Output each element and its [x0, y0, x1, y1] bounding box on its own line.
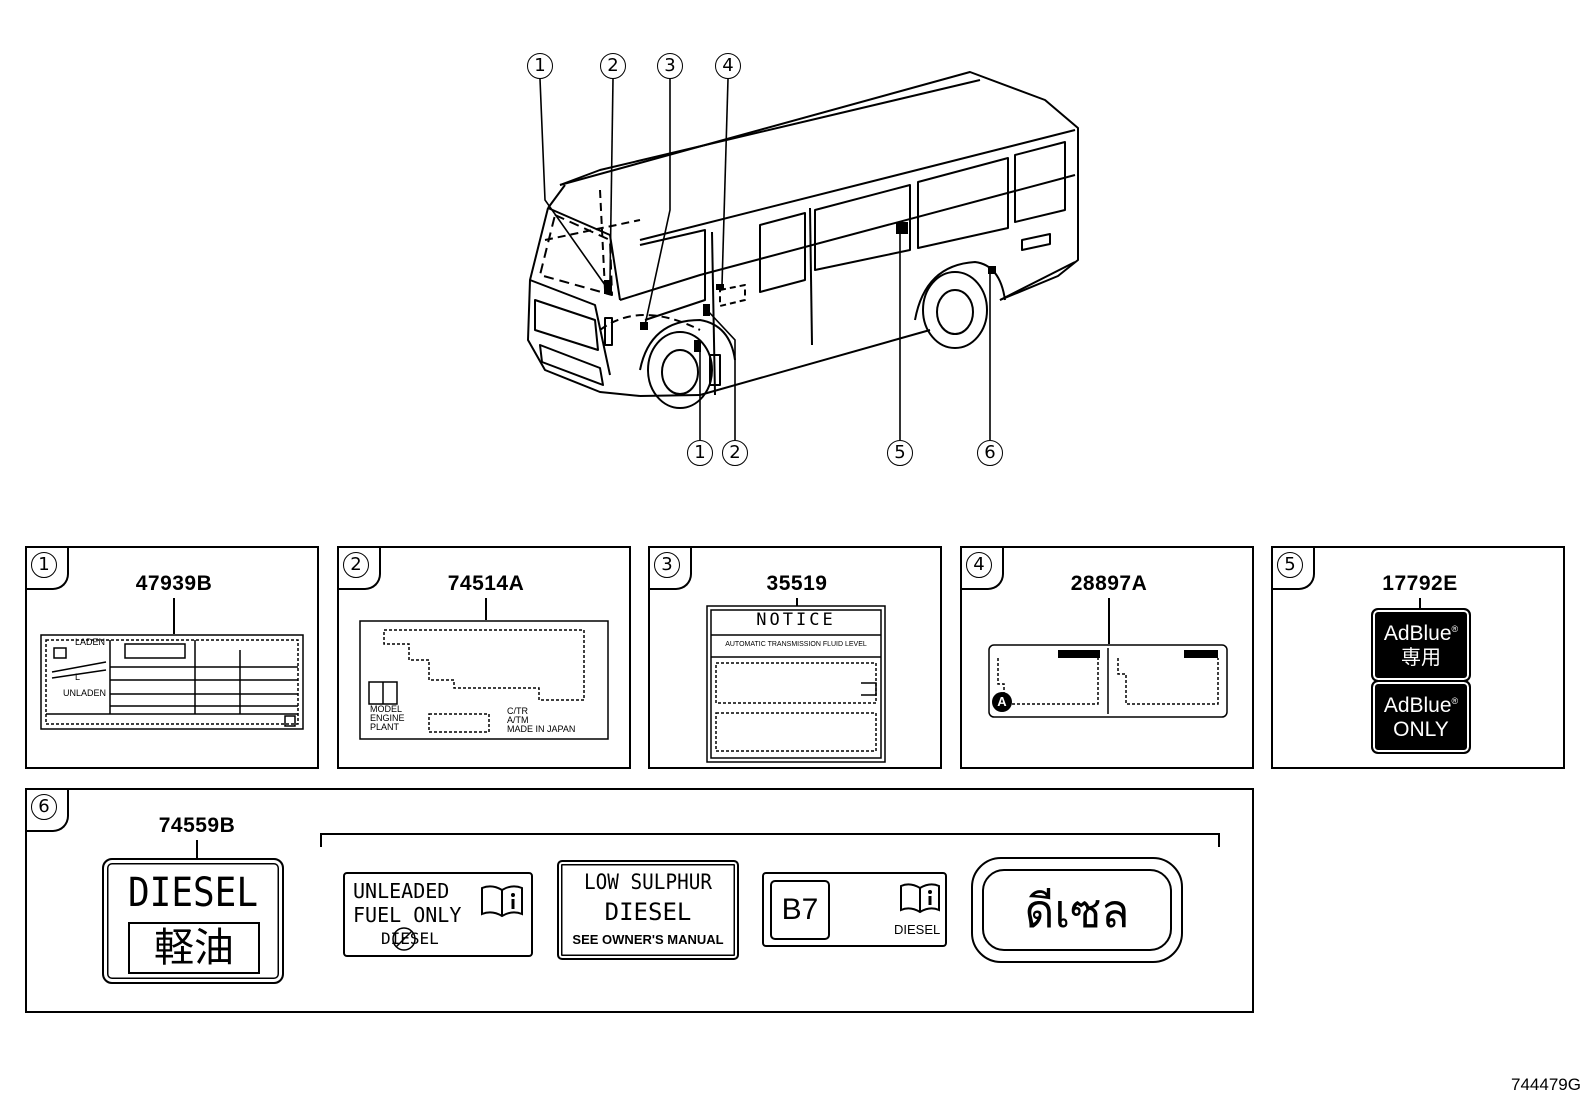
- callout-1-bottom: 1: [687, 440, 713, 466]
- low-sulphur-line3: SEE OWNER'S MANUAL: [572, 932, 724, 947]
- laden-text: LADEN: [75, 637, 106, 647]
- panel-2-vin-plate: 2 74514A MODEL ENGINE PLANT C/TR A/TM MA…: [337, 546, 631, 769]
- callout-4-top: 4: [715, 53, 741, 79]
- vin-plate-label: [359, 620, 609, 740]
- b7-label: B7 DIESEL: [762, 872, 947, 947]
- adblue-only-badge: AdBlue® ONLY: [1371, 680, 1471, 754]
- engine-text: ENGINE: [370, 713, 405, 723]
- prohibited-icon: [392, 927, 416, 951]
- variant-bracket: [320, 833, 1220, 847]
- callout-2-top: 2: [600, 53, 626, 79]
- panel-number: 6: [31, 794, 57, 820]
- tire-pressure-label: [40, 634, 304, 730]
- diesel-text: DIESEL: [127, 870, 259, 916]
- adblue-jp-brand: AdBlue®: [1383, 622, 1459, 645]
- panel-number: 4: [966, 552, 992, 578]
- leader-line: [173, 598, 175, 634]
- unladen-text: UNLADEN: [63, 688, 107, 698]
- notice-label: [706, 605, 886, 763]
- panel-number-tab: 5: [1271, 546, 1315, 590]
- ctr-text: C/TR: [507, 706, 528, 716]
- panel-number: 2: [343, 552, 369, 578]
- panel-number-tab: 6: [25, 788, 69, 832]
- leader-line: [1419, 598, 1421, 608]
- callout-2-bottom: 2: [722, 440, 748, 466]
- callout-1-top: 1: [527, 53, 553, 79]
- a-marker-text: A: [997, 694, 1007, 709]
- atm-text: A/TM: [507, 715, 529, 725]
- low-sulphur-label: LOW SULPHUR DIESEL SEE OWNER'S MANUAL: [557, 860, 739, 960]
- panel-4-warning-label: 4 28897A A: [960, 546, 1254, 769]
- part-number: 35519: [766, 572, 828, 595]
- unleaded-line2: FUEL ONLY: [353, 903, 462, 927]
- leader-line: [1108, 598, 1110, 644]
- panel-3-notice-label: 3 35519 NOTICE AUTOMATIC TRANSMISSION FL…: [648, 546, 942, 769]
- plant-text: PLANT: [370, 722, 400, 732]
- leader-line: [485, 598, 487, 620]
- part-number: 17792E: [1382, 572, 1458, 595]
- keiyu-box: 軽油: [128, 922, 260, 974]
- panel-number: 1: [31, 552, 57, 578]
- b7-diesel-text: DIESEL: [894, 922, 941, 937]
- unleaded-label: UNLEADED FUEL ONLY DIESEL: [343, 872, 533, 957]
- notice-subheading: AUTOMATIC TRANSMISSION FLUID LEVEL: [725, 641, 867, 648]
- thai-diesel-label: ดีเซล: [971, 857, 1183, 963]
- thai-text: ดีเซล: [1024, 884, 1130, 938]
- part-number: 74559B: [158, 814, 236, 837]
- callout-3-top: 3: [657, 53, 683, 79]
- low-sulphur-line1: LOW SULPHUR: [584, 870, 712, 894]
- callout-6-bottom: 6: [977, 440, 1003, 466]
- adblue-jp-sub: 専用: [1401, 645, 1441, 669]
- diesel-jp-label: DIESEL 軽油: [102, 858, 284, 984]
- manual-book-icon-b7: [900, 883, 940, 914]
- vehicle-illustration: [527, 71, 1079, 440]
- panel-1-tire-label: 1 47939B LADEN L UNLADEN: [25, 546, 319, 769]
- leader-line: [796, 598, 798, 606]
- part-number: 47939B: [135, 572, 213, 595]
- leader-line: [196, 840, 198, 862]
- adblue-jp-badge: AdBlue® 専用: [1371, 608, 1471, 682]
- adblue-only-sub: ONLY: [1393, 718, 1449, 741]
- b7-box: B7: [770, 880, 830, 940]
- panel-number-tab: 2: [337, 546, 381, 590]
- panel-number: 5: [1277, 552, 1303, 578]
- panel-number: 3: [654, 552, 680, 578]
- notice-heading: NOTICE: [756, 610, 836, 630]
- l-text: L: [75, 672, 81, 682]
- unleaded-line3: DIESEL: [381, 929, 439, 948]
- made-in-text: MADE IN JAPAN: [507, 724, 576, 734]
- a-marker-icon: A: [992, 692, 1012, 712]
- adblue-only-brand: AdBlue®: [1383, 694, 1459, 717]
- thai-inner-frame: ดีเซล: [982, 869, 1172, 951]
- unleaded-line1: UNLEADED: [353, 879, 450, 903]
- warning-label: [988, 644, 1228, 718]
- part-number: 74514A: [447, 572, 525, 595]
- low-sulphur-line2: DIESEL: [604, 898, 692, 926]
- panel-number-tab: 4: [960, 546, 1004, 590]
- panel-6-fuel-labels: 6 74559B DIESEL 軽油 UNLEADED FUEL ONLY DI…: [25, 788, 1254, 1013]
- panel-number-tab: 1: [25, 546, 69, 590]
- panel-number-tab: 3: [648, 546, 692, 590]
- panel-5-adblue-label: 5 17792E AdBlue® 専用 AdBlue® ONLY: [1271, 546, 1565, 769]
- keiyu-text: 軽油: [154, 925, 234, 971]
- figure-code: 744479G: [1511, 1075, 1581, 1094]
- manual-book-icon: [481, 885, 523, 918]
- b7-text: B7: [781, 893, 819, 926]
- callout-5-bottom: 5: [887, 440, 913, 466]
- part-number: 28897A: [1070, 572, 1148, 595]
- model-text: MODEL: [370, 704, 403, 714]
